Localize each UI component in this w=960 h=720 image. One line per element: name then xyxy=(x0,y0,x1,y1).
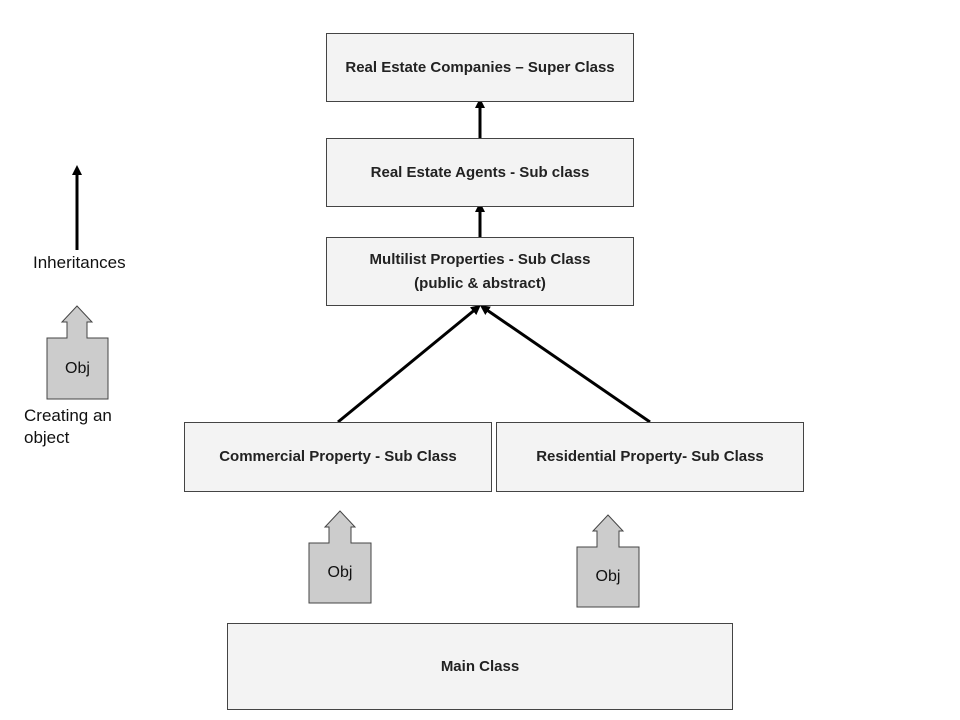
commercial-obj-label: Obj xyxy=(327,564,353,581)
agents-class-box: Real Estate Agents - Sub class xyxy=(326,138,634,207)
residential-obj-label: Obj xyxy=(595,568,621,585)
residential-class-label: Residential Property- Sub Class xyxy=(536,448,764,465)
commercial-class-label: Commercial Property - Sub Class xyxy=(219,448,457,465)
legend-creating-object-line1: Creating an xyxy=(24,406,112,425)
edge-commercial-to-multilist xyxy=(337,304,481,424)
legend-obj-shape xyxy=(46,305,109,400)
legend-creating-object-line2: object xyxy=(24,428,70,447)
commercial-obj-shape xyxy=(308,510,372,604)
edge-residential-to-multilist xyxy=(479,305,651,424)
residential-class-box: Residential Property- Sub Class xyxy=(496,422,804,492)
multilist-class-box: Multilist Properties - Sub Class (public… xyxy=(326,237,634,306)
super-class-box: Real Estate Companies – Super Class xyxy=(326,33,634,102)
agents-class-label: Real Estate Agents - Sub class xyxy=(370,163,590,181)
super-class-label: Real Estate Companies – Super Class xyxy=(345,58,615,76)
multilist-class-label-line1: Multilist Properties - Sub Class xyxy=(369,250,591,268)
multilist-class-label-line2: (public & abstract) xyxy=(414,274,546,292)
main-class-label: Main Class xyxy=(440,657,520,675)
legend-inheritances-label: Inheritances xyxy=(33,253,126,272)
commercial-class-box: Commercial Property - Sub Class xyxy=(184,422,492,492)
residential-obj-shape xyxy=(576,514,640,608)
legend-obj-label: Obj xyxy=(65,359,90,377)
main-class-box: Main Class xyxy=(227,623,733,710)
